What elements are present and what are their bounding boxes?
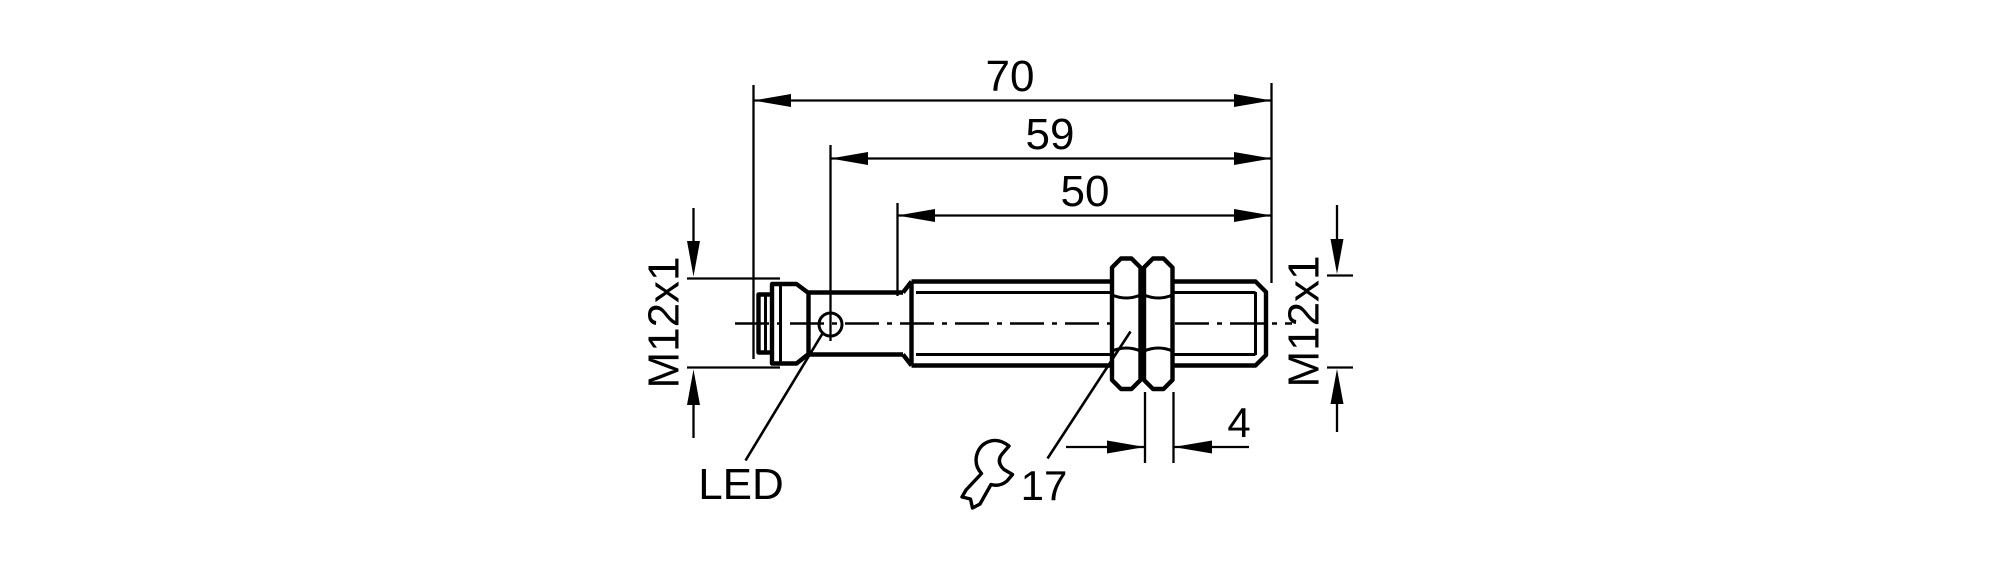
hex-nut-1-facet-lines (1111, 293, 1142, 353)
arrowhead-top-left-thread (687, 241, 700, 277)
dimension-50: 50 (896, 167, 1272, 296)
dim-text-4: 4 (1227, 399, 1250, 446)
arrowhead-bottom-right-thread (1330, 369, 1344, 404)
arrowhead-bottom-left-thread (687, 369, 700, 405)
dimension-4: 4 (1066, 392, 1251, 463)
open-end-wrench-icon (960, 438, 1015, 510)
dim-text-59: 59 (1026, 110, 1075, 159)
thread-text-left: M12x1 (640, 256, 689, 388)
arrowhead-top-right-thread (1330, 239, 1344, 274)
arrowhead-4-right (1173, 440, 1212, 454)
dimension-59: 59 (829, 110, 1272, 341)
led-callout: LED (698, 332, 824, 509)
wrench-size-callout: 17 (960, 330, 1132, 510)
hex-nut-2 (1141, 256, 1175, 392)
dim-text-70: 70 (986, 52, 1035, 101)
arrowhead-59-right (1234, 152, 1272, 165)
dimension-70: 70 (752, 52, 1273, 359)
led-leader-line (744, 332, 824, 462)
arrowhead-59-left (830, 152, 868, 165)
wrench-size-text: 17 (1021, 462, 1068, 509)
hex-nut-1 (1109, 256, 1143, 392)
wrench-leader-line (1046, 330, 1132, 460)
threaded-barrel-outline (911, 279, 1269, 368)
thread-text-right: M12x1 (1280, 255, 1329, 387)
hex-nut-2-facet-lines (1143, 293, 1174, 353)
arrowhead-70-right (1234, 94, 1272, 107)
sensor-body (735, 256, 1292, 392)
arrowhead-50-right (1234, 209, 1272, 222)
thread-callout-left: M12x1 (640, 208, 780, 438)
dim-text-50: 50 (1061, 167, 1110, 216)
led-label: LED (698, 460, 784, 509)
thread-callout-right: M12x1 (1280, 205, 1353, 432)
arrowhead-50-left (897, 209, 935, 222)
arrowhead-4-left (1107, 440, 1145, 454)
hex-nut-1-outline (1109, 256, 1143, 392)
hex-nut-2-outline (1141, 256, 1175, 392)
arrowhead-70-left (753, 94, 791, 107)
